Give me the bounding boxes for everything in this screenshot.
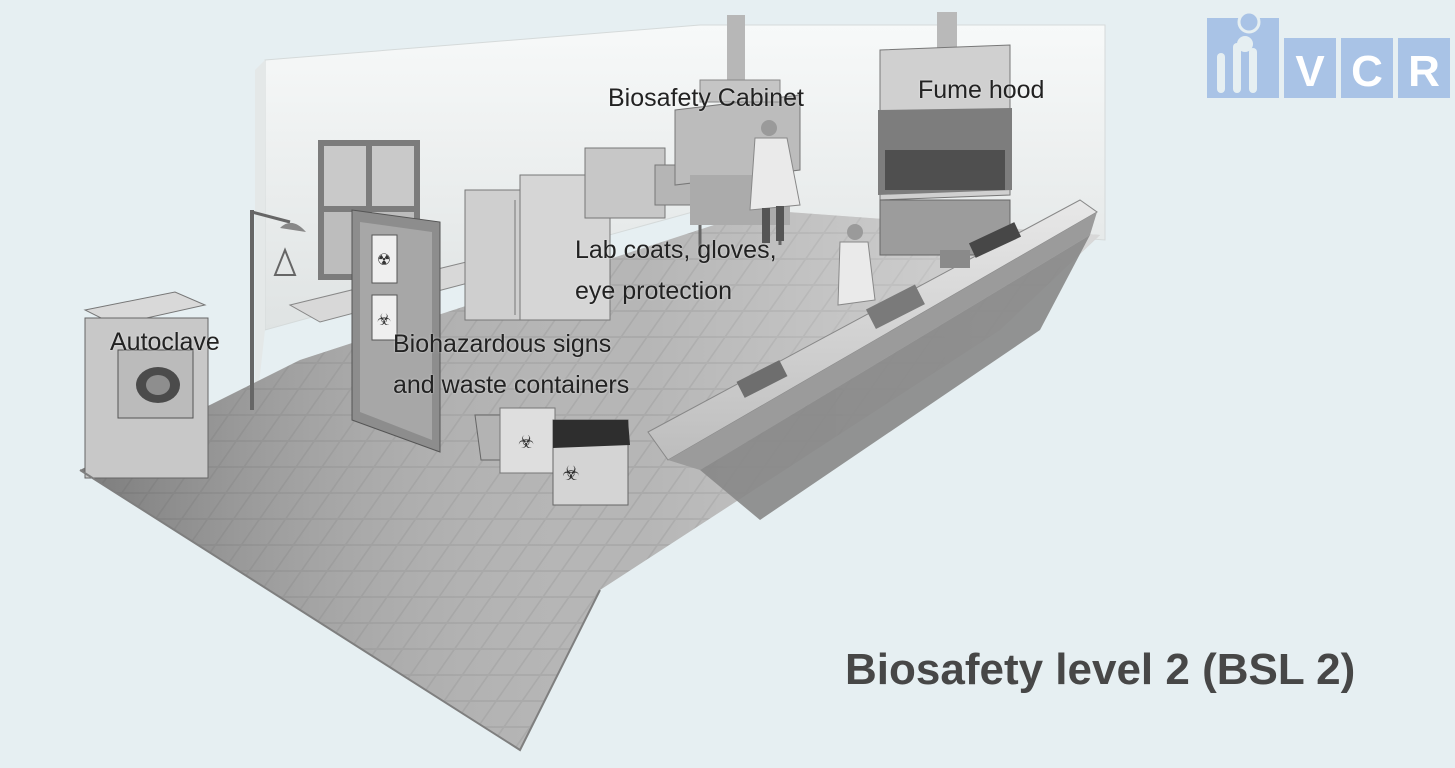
left-wall — [255, 60, 265, 420]
refrigerators — [288, 147, 711, 323]
logo-letter-c: C — [1351, 47, 1383, 96]
lab-door: ☢ ☣ — [351, 209, 441, 453]
vcr-logo: V C R — [1207, 10, 1450, 98]
logo-letter-v: V — [1295, 47, 1325, 96]
lab-bench — [647, 199, 1098, 520]
label-autoclave: Autoclave — [110, 328, 220, 356]
svg-text:☣: ☣ — [377, 312, 391, 329]
label-biohazard-line2: and waste containers — [393, 371, 630, 399]
label-fume-hood: Fume hood — [918, 76, 1045, 104]
floor-edge — [79, 469, 601, 752]
svg-text:☣: ☣ — [562, 463, 580, 485]
label-biosafety-cabinet: Biosafety Cabinet — [608, 84, 804, 112]
svg-text:☢: ☢ — [377, 252, 391, 269]
label-lab-coats-line1: Lab coats, gloves, — [575, 236, 777, 264]
label-biohazard: Biohazardous signs and waste containers — [393, 324, 629, 406]
autoclave — [83, 291, 209, 479]
emergency-shower — [250, 210, 306, 410]
page-title: Biosafety level 2 (BSL 2) — [845, 645, 1356, 694]
svg-text:☣: ☣ — [518, 432, 534, 452]
label-lab-coats-line2: eye protection — [575, 277, 733, 305]
lab-worker-figure-2 — [837, 224, 876, 306]
label-lab-coats: Lab coats, gloves, eye protection — [575, 230, 777, 312]
lab-worker-figure — [749, 120, 801, 243]
fume-hood — [878, 12, 1012, 256]
waste-containers: ☣ ☣ — [474, 407, 630, 506]
logo-letter-r: R — [1408, 47, 1440, 96]
label-biohazard-line1: Biohazardous signs — [393, 330, 612, 358]
logo-mark-icon — [1207, 10, 1279, 98]
